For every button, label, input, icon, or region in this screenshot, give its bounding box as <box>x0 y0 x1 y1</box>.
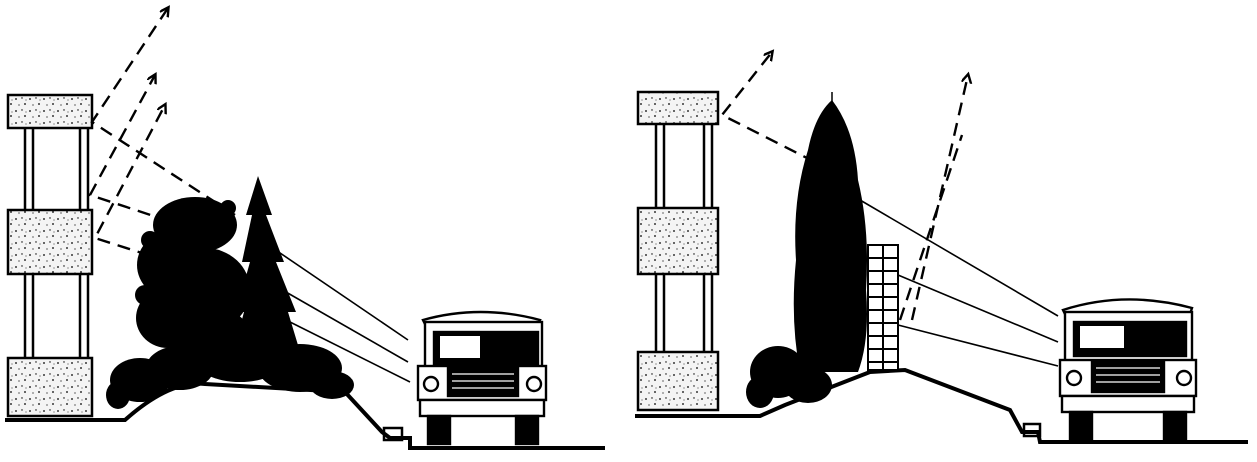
right-panel <box>635 52 1248 442</box>
truck-left-icon <box>418 312 546 444</box>
building-right-icon <box>638 92 718 410</box>
fence-icon <box>868 245 898 370</box>
reflected-sound-arrow <box>722 52 815 162</box>
deciduous-tree-icon <box>135 197 250 363</box>
conifer-tree-right-icon <box>794 92 867 372</box>
reflected-sound-arrow <box>92 8 235 215</box>
reflected-sound-arrow <box>900 135 962 320</box>
shrub-left-icon <box>106 338 354 409</box>
truck-right-icon <box>1060 299 1196 440</box>
building-left-icon <box>8 95 92 416</box>
left-panel <box>5 8 605 448</box>
